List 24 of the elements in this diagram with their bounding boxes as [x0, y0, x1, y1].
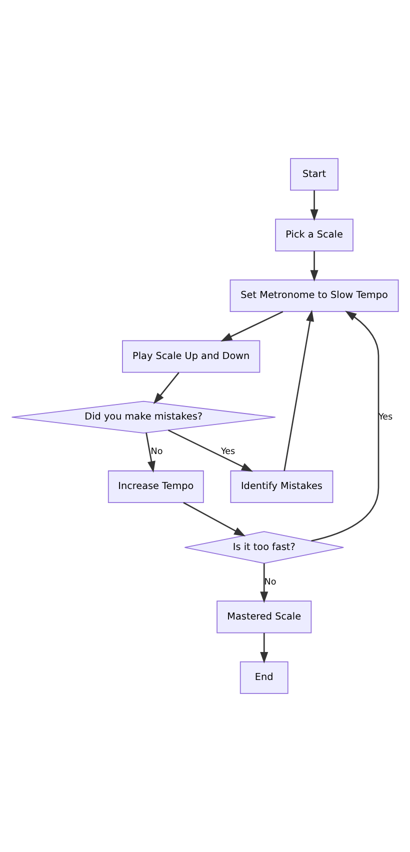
node-diamond: Did you make mistakes? [11, 400, 276, 434]
node-box: Mastered Scale [216, 600, 312, 634]
node-box: Increase Tempo [108, 470, 204, 503]
node-box: End [240, 661, 288, 694]
arrow [260, 633, 268, 664]
arrow [168, 430, 253, 472]
arrow [183, 502, 246, 536]
edge-label: No [264, 577, 276, 588]
arrow [284, 310, 314, 471]
node-box: Play Scale Up and Down [122, 340, 260, 373]
arrow [220, 311, 284, 342]
arrow [260, 563, 268, 604]
node-box: Pick a Scale [275, 218, 354, 252]
arrow [310, 190, 318, 221]
arrow [311, 310, 380, 542]
edge-label: Yes [220, 447, 236, 458]
node-box: Start [290, 158, 338, 191]
node-diamond: Is it too fast? [184, 531, 344, 564]
edge-label: No [150, 447, 163, 458]
node-box: Identify Mistakes [230, 470, 334, 503]
arrow [310, 251, 318, 282]
node-box: Set Metronome to Slow Tempo [230, 280, 399, 312]
arrow [146, 432, 156, 473]
arrow [153, 372, 180, 404]
